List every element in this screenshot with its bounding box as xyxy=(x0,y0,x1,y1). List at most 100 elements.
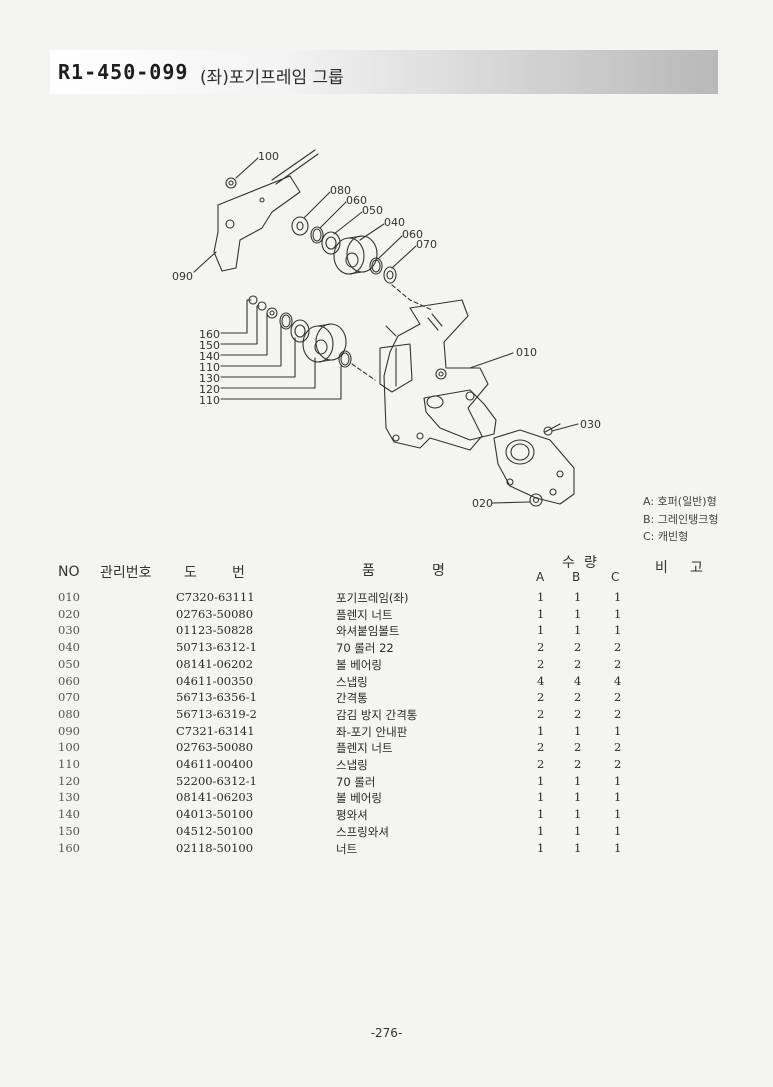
header-col-a: A xyxy=(536,570,545,584)
row-part-name: 너트 xyxy=(336,841,358,856)
row-qty-a: 1 xyxy=(537,823,545,838)
header-name-1: 품 xyxy=(362,563,375,579)
row-no: 120 xyxy=(58,773,80,788)
row-no: 010 xyxy=(58,590,80,604)
row-no: 150 xyxy=(58,823,80,838)
header-remark-2: 고 xyxy=(690,560,703,576)
row-drawing-number: 50713-6312-1 xyxy=(176,640,257,655)
row-qty-a: 2 xyxy=(537,690,545,705)
callout-070: 070 xyxy=(416,238,437,251)
row-qty-b: 2 xyxy=(574,656,582,671)
row-part-name: 70 롤러 xyxy=(336,774,376,789)
row-qty-a: 1 xyxy=(537,840,545,855)
flange-nut-100 xyxy=(225,177,237,189)
row-qty-c: 2 xyxy=(614,740,622,755)
callout-040: 040 xyxy=(384,216,405,229)
header-no: NO xyxy=(58,564,80,580)
row-part-name: 스프링와셔 xyxy=(336,824,389,839)
row-no: 050 xyxy=(58,656,80,671)
row-part-name: 스냅링 xyxy=(336,758,368,772)
spacer-080 xyxy=(291,216,309,236)
row-drawing-number: 52200-6312-1 xyxy=(176,773,257,788)
row-qty-b: 2 xyxy=(574,706,582,721)
callout-150: 150 xyxy=(199,339,220,352)
row-part-name: 플렌지 너트 xyxy=(336,607,393,622)
page-number: -276- xyxy=(370,1026,403,1040)
row-qty-b: 1 xyxy=(574,590,582,604)
row-part-name: 포기프레임(좌) xyxy=(336,591,409,605)
snap-ring-110b xyxy=(338,350,352,368)
row-qty-b: 1 xyxy=(574,723,582,738)
row-no: 040 xyxy=(58,640,80,655)
row-no: 030 xyxy=(58,623,80,638)
row-qty-a: 4 xyxy=(537,673,545,688)
row-no: 060 xyxy=(58,673,80,688)
row-drawing-number: 04512-50100 xyxy=(176,823,254,838)
row-drawing-number: 02118-50100 xyxy=(176,840,254,855)
callout-130: 130 xyxy=(199,372,220,385)
row-drawing-number: C7320-63111 xyxy=(176,590,255,604)
row-qty-c: 1 xyxy=(614,807,622,822)
header-col-c: C xyxy=(611,570,620,584)
legend-c: C: 캐빈형 xyxy=(643,530,689,543)
row-part-name: 좌-포기 안내판 xyxy=(336,724,408,739)
row-qty-b: 2 xyxy=(574,740,582,755)
row-part-name: 플렌지 너트 xyxy=(336,741,393,756)
row-drawing-number: 04611-00400 xyxy=(176,757,254,771)
row-qty-a: 2 xyxy=(537,706,545,721)
row-qty-c: 2 xyxy=(614,757,622,771)
row-qty-c: 1 xyxy=(614,790,622,805)
header-qty-2: 량 xyxy=(584,555,597,571)
row-no: 070 xyxy=(58,690,80,705)
row-qty-c: 1 xyxy=(614,773,622,788)
row-qty-b: 2 xyxy=(574,690,582,705)
row-drawing-number: 02763-50080 xyxy=(176,606,254,621)
row-qty-b: 1 xyxy=(574,790,582,805)
callout-100: 100 xyxy=(258,150,279,163)
collar-070 xyxy=(383,266,397,284)
row-no: 130 xyxy=(58,790,80,805)
row-qty-a: 1 xyxy=(537,606,545,621)
row-qty-c: 1 xyxy=(614,590,622,604)
row-qty-a: 2 xyxy=(537,640,545,655)
callout-060: 060 xyxy=(402,228,423,241)
snap-ring-060b xyxy=(369,257,383,275)
row-part-name: 간격통 xyxy=(336,691,368,706)
row-qty-b: 1 xyxy=(574,807,582,822)
row-no: 080 xyxy=(58,706,80,721)
flange-nut-020 xyxy=(491,493,543,507)
row-part-name: 와셔붙임볼트 xyxy=(336,624,400,639)
row-qty-c: 1 xyxy=(614,823,622,838)
callout-080: 080 xyxy=(330,184,351,197)
roller-040 xyxy=(333,235,378,275)
title-banner xyxy=(50,50,718,94)
row-no: 110 xyxy=(58,757,80,771)
row-drawing-number: 02763-50080 xyxy=(176,740,254,755)
header-col-b: B xyxy=(572,570,581,584)
callout-020: 020 xyxy=(472,497,493,510)
row-qty-c: 2 xyxy=(614,690,622,705)
row-drawing-number: 04611-00350 xyxy=(176,673,254,688)
row-qty-b: 1 xyxy=(574,773,582,788)
row-no: 100 xyxy=(58,740,80,755)
part-group-title: (좌)포기프레임 그룹 xyxy=(200,68,344,88)
row-qty-c: 1 xyxy=(614,840,622,855)
row-qty-b: 2 xyxy=(574,757,582,771)
header-remark-1: 비 xyxy=(655,560,668,576)
header-name-2: 명 xyxy=(432,563,445,579)
row-qty-c: 1 xyxy=(614,623,622,638)
row-qty-c: 1 xyxy=(614,723,622,738)
row-qty-a: 1 xyxy=(537,723,545,738)
part-group-code: R1-450-099 xyxy=(58,60,189,84)
row-qty-c: 2 xyxy=(614,706,622,721)
